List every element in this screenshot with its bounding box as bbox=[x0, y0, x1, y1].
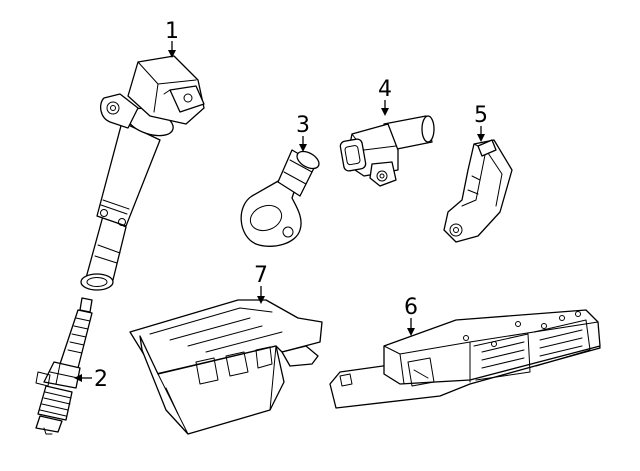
callout-label-7: 7 bbox=[254, 263, 268, 288]
callout-7: 7 bbox=[254, 263, 268, 304]
knock-sensor-icon[interactable] bbox=[240, 148, 322, 247]
ecm-module-icon[interactable] bbox=[329, 309, 601, 409]
callout-6: 6 bbox=[404, 295, 418, 336]
callout-label-4: 4 bbox=[378, 77, 392, 102]
callout-label-5: 5 bbox=[474, 103, 488, 128]
callout-5: 5 bbox=[474, 103, 488, 142]
camshaft-position-sensor-icon[interactable] bbox=[339, 115, 435, 187]
callout-4: 4 bbox=[378, 77, 392, 116]
callout-label-6: 6 bbox=[404, 295, 418, 320]
ecm-bracket-icon[interactable] bbox=[129, 299, 323, 435]
callout-2: 2 bbox=[74, 367, 108, 392]
callout-3: 3 bbox=[296, 113, 310, 152]
crankshaft-position-sensor-icon[interactable] bbox=[443, 139, 513, 243]
callout-label-2: 2 bbox=[94, 367, 108, 392]
spark-plug-icon[interactable] bbox=[35, 297, 93, 435]
callout-1: 1 bbox=[165, 19, 179, 58]
callout-label-3: 3 bbox=[296, 113, 310, 138]
callout-label-1: 1 bbox=[165, 19, 179, 44]
ignition-coil-icon[interactable] bbox=[80, 55, 205, 291]
